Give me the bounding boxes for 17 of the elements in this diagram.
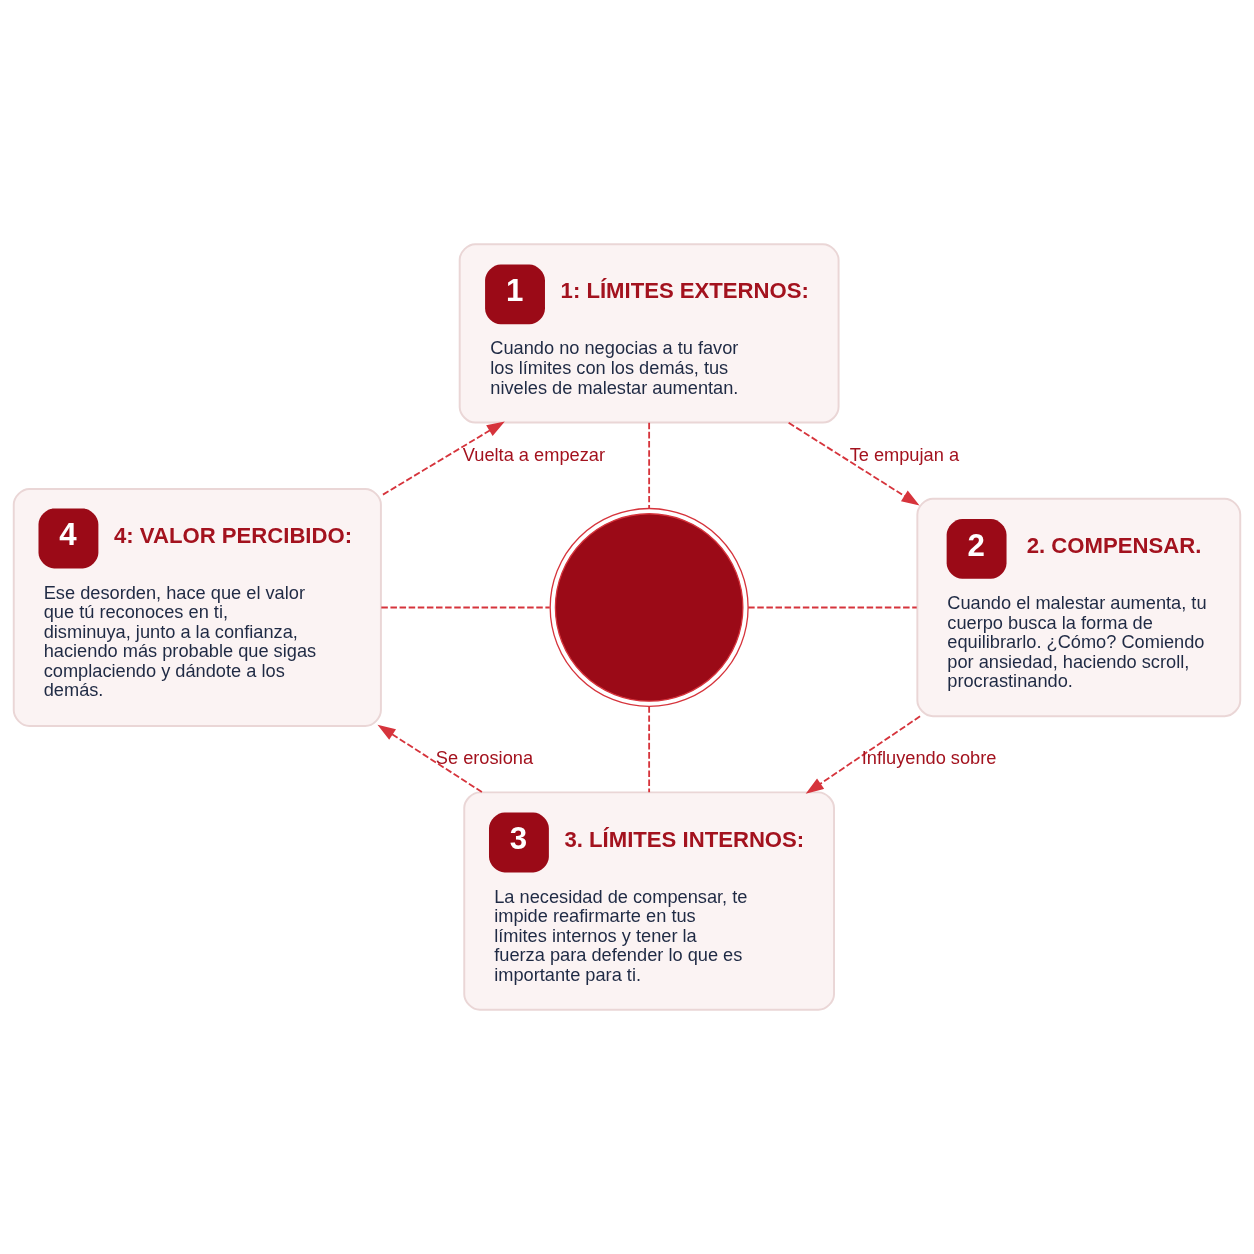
connector	[380, 606, 551, 609]
node-box: 2 2. COMPENSAR. Cuando el malestar aumenta, tu cuerpo busca la forma de equilibrarlo. ¿Cómo? Comiendo por ansiedad, haciendo scroll, procrastinando.	[916, 497, 1242, 718]
node-box: 1 1: LÍMITES EXTERNOS: Cuando no negocias a tu favor los límites con los demás, tus niveles de malestar aumentan.	[458, 243, 840, 424]
arrow	[377, 724, 483, 794]
edge-label: Influyendo sobre	[861, 747, 997, 768]
connector	[648, 705, 651, 794]
node-box: 3 3. LÍMITES INTERNOS: La necesidad de compensar, te impide reafirmarte en tus límites internos y tener la fuerza para defender lo que es importante para ti.	[463, 791, 835, 1011]
connector	[747, 606, 918, 609]
node-circle	[549, 507, 749, 708]
node-box: 4 4: VALOR PERCIBIDO: Ese desorden, hace que el valor que tú reconoces en ti, disminuya, junto a la confianza, haciendo más probable que sigas complaciendo y dándote a los demás.	[12, 488, 382, 727]
edge-label: Se erosiona	[435, 747, 534, 768]
edge-label: Vuelta a empezar	[462, 444, 605, 465]
arrow	[380, 421, 505, 497]
edge-label: Te empujan a	[849, 444, 960, 465]
connector	[648, 421, 651, 510]
arrow	[805, 715, 921, 794]
arrow	[787, 421, 920, 506]
